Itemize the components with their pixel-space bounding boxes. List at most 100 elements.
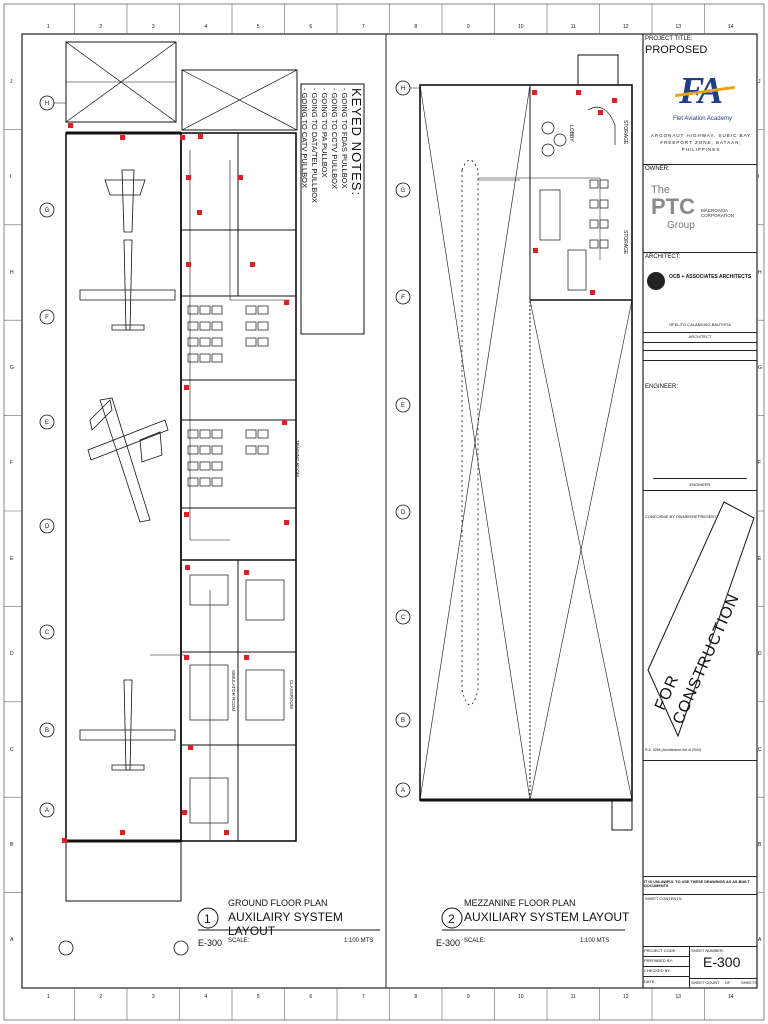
- fa-logo: FA: [675, 68, 735, 114]
- grid-letter: A: [758, 937, 762, 944]
- plan2-number: 2: [448, 912, 455, 926]
- grid-number: 12: [622, 24, 629, 30]
- svg-text:C: C: [401, 615, 406, 621]
- keyed-note-item: - GOING TO CATV PULLBOX: [300, 88, 309, 189]
- svg-text:H: H: [401, 86, 405, 92]
- device-markers-mezz: [532, 90, 617, 295]
- grid-letter: I: [10, 174, 12, 181]
- grid-number: 2: [99, 24, 103, 30]
- grid-letter: J: [10, 78, 13, 85]
- grid-number: 1: [46, 994, 50, 1000]
- warning-text: IT IS UNLAWFUL TO USE THESE DRAWINGS AS …: [644, 880, 750, 888]
- keyed-note-item: - GOING TO PA PULLBOX: [320, 88, 329, 178]
- architect-section: ARCHITECT: OCB + ASSOCIATES ARCHITECTS O…: [643, 252, 757, 333]
- plan1-scale: 1:100 MTS: [344, 938, 374, 944]
- plan1-title-top: GROUND FLOOR PLAN: [228, 898, 328, 908]
- grid-number: 14: [727, 24, 734, 30]
- owner-group: Group: [667, 220, 695, 231]
- plan2-title-top: MEZZANINE FLOOR PLAN: [464, 898, 576, 908]
- owner-label: OWNER:: [645, 166, 670, 172]
- plan2-sheet: E-300: [436, 938, 461, 948]
- room-label-lobby: LOBBY: [568, 125, 574, 142]
- sheets-label: SHEETS: [741, 980, 758, 985]
- sheet-number-label: SHEET NUMBER:: [691, 948, 724, 953]
- mezzanine-floor-plan: [419, 54, 633, 831]
- for-construction-stamp: FOR CONSTRUCTION: [644, 500, 756, 740]
- grid-number: 13: [675, 24, 682, 30]
- plan2-scale: 1:100 MTS: [580, 938, 610, 944]
- notes-section: [643, 760, 757, 877]
- grid-number: 6: [309, 24, 313, 30]
- room-label-simulator: SIMULATOR ROOM: [231, 670, 236, 712]
- room-label-storage: STORAGE: [622, 120, 628, 145]
- architect-role-section: ARCHITECT: [643, 332, 757, 361]
- keyed-notes-title: KEYED NOTES:: [349, 88, 364, 197]
- project-code-label: PROJECT CODE:: [644, 948, 677, 953]
- grid-letter: E: [758, 555, 762, 562]
- sheet-count-label: SHEET COUNT: [691, 980, 720, 985]
- grid-number: 7: [361, 994, 365, 1000]
- grid-number: 8: [414, 24, 418, 30]
- proposed-text: PROPOSED: [645, 44, 708, 56]
- svg-text:A: A: [45, 808, 49, 814]
- svg-text:G: G: [45, 208, 50, 214]
- title-block: PROJECT TITLE: PROPOSED FA Flet Aviation…: [643, 34, 757, 988]
- grid-number: 3: [151, 994, 155, 1000]
- svg-text:B: B: [401, 718, 405, 724]
- project-title-label: PROJECT TITLE:: [645, 36, 693, 42]
- grid-number: 11: [570, 994, 576, 1000]
- grid-letter: B: [10, 841, 14, 848]
- svg-text:H: H: [45, 101, 49, 107]
- outer-border: [3, 3, 765, 1021]
- architect-label: ARCHITECT:: [645, 254, 681, 260]
- ra-text: R.A. 9266 (Architecture Act of 2004): [645, 748, 702, 752]
- ground-floor-plan: [65, 41, 365, 902]
- device-markers-ground: [62, 123, 289, 843]
- plan2-scale-label: SCALE:: [464, 938, 486, 944]
- sheet-number: E-300: [703, 954, 741, 970]
- grid-ticks: [4, 4, 764, 1020]
- grid-letter: H: [10, 269, 14, 276]
- grid-letter: G: [10, 364, 14, 371]
- grid-number: 10: [517, 994, 524, 1000]
- grid-letter: A: [10, 937, 14, 944]
- grid-number: 14: [727, 994, 734, 1000]
- grid-letter: C: [10, 746, 14, 753]
- owner-macro: MACROASIA CORPORATION: [701, 208, 735, 218]
- of-label: OF: [725, 980, 731, 985]
- sheet-contents-label: SHEET CONTENTS:: [645, 896, 683, 901]
- warning-section: IT IS UNLAWFUL TO USE THESE DRAWINGS AS …: [643, 876, 757, 895]
- prepared-by-label: PREPARED BY:: [644, 958, 674, 963]
- grid-number: 1: [46, 24, 50, 30]
- grid-number: 4: [204, 994, 208, 1000]
- svg-text:B: B: [45, 728, 49, 734]
- plan1-title: AUXILAIRY SYSTEM LAYOUT: [228, 910, 343, 938]
- academy-name: Flet Aviation Academy: [673, 116, 732, 122]
- grid-letter: C: [758, 746, 762, 753]
- svg-text:E: E: [401, 403, 405, 409]
- svg-text:D: D: [401, 510, 406, 516]
- grid-letter: B: [758, 841, 762, 848]
- grid-number: 13: [675, 994, 682, 1000]
- conforme-section: CONFORME BY OWNER/REPRESENTATIVE: R.A. 9…: [643, 490, 757, 761]
- grid-number: 7: [361, 24, 365, 30]
- grid-letter: D: [758, 651, 762, 658]
- sheet-contents-section: SHEET CONTENTS:: [643, 894, 757, 947]
- grid-number: 5: [256, 24, 260, 30]
- column-bubbles: [39, 80, 411, 956]
- grid-letter: H: [758, 269, 762, 276]
- room-label-storage-2: STORAGE: [622, 230, 628, 255]
- svg-text:G: G: [401, 188, 406, 194]
- svg-text:E: E: [45, 420, 49, 426]
- grid-number: 9: [466, 24, 470, 30]
- grid-letter: I: [758, 174, 760, 181]
- date-label: DATE:: [644, 979, 656, 984]
- grid-letter: G: [758, 364, 762, 371]
- checked-by-label: CHECKED BY:: [644, 968, 671, 973]
- engineer-label: ENGINEER:: [645, 384, 679, 390]
- keyed-notes: KEYED NOTES: - GOING TO FDAS PULLBOX- GO…: [299, 88, 364, 328]
- architect-role: ARCHITECT: [688, 334, 712, 339]
- conforme-label: CONFORME BY OWNER/REPRESENTATIVE:: [645, 514, 729, 519]
- owner-section: OWNER: The PTC Group MACROASIA CORPORATI…: [643, 164, 757, 253]
